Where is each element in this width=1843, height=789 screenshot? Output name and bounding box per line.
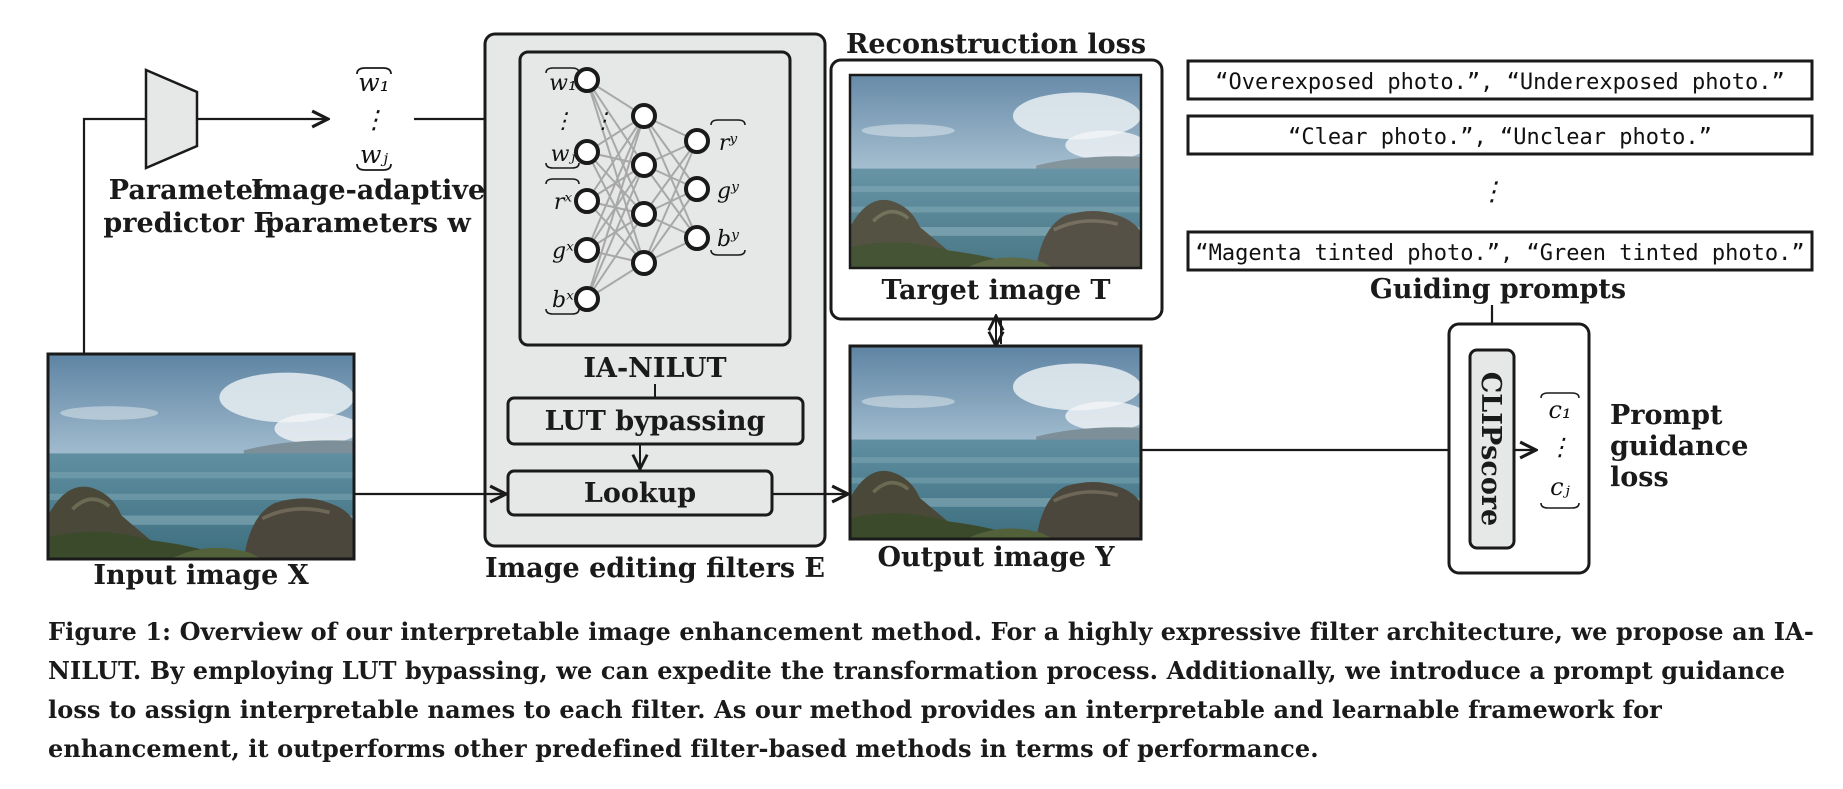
figure-caption: Figure 1: Overview of our interpretable … [48,617,1814,763]
reconstruction-loss-label: Reconstruction loss [846,29,1146,60]
network-node [631,152,657,178]
nilut-gy: gʸ [717,179,739,204]
prompt-vdots: ⋮ [1479,177,1505,207]
output-image [848,344,1143,541]
network-node [631,201,657,227]
adaptive-params-label-1: Image-adaptive [251,175,485,206]
network-edge [586,115,645,300]
prompt-box-2 [1186,114,1814,156]
network-edge [643,188,698,264]
nilut-wJ: wⱼ [551,142,576,167]
network-edge [586,115,645,202]
nilut-vdots-1: ⋮ [552,109,574,134]
network-edge [586,213,645,300]
network-node [574,188,600,214]
prompt-guidance-label-2: guidance [1610,431,1748,462]
nilut-bx: bˣ [552,288,574,313]
network-node [574,237,600,263]
prompt-box-3 [1186,230,1814,272]
c-vector: c₁ ⋮ cⱼ [1540,392,1580,509]
adaptive-parameters-vector: w₁ ⋮ wⱼ [356,67,392,171]
c1-symbol: c₁ [1548,396,1571,424]
c-vdots: ⋮ [1548,433,1572,461]
lut-bypassing-box [506,396,805,446]
cJ-symbol: cⱼ [1550,473,1570,501]
network-node [684,176,710,202]
network-node [574,139,600,165]
network-edge [586,79,645,166]
guiding-prompts-label: Guiding prompts [1370,274,1626,305]
target-image [848,73,1143,270]
network-node [574,67,600,93]
input-to-predictor-edge [82,117,146,354]
network-node [631,250,657,276]
prompt-guidance-label-3: loss [1610,462,1669,493]
clipscore-label: CLIPscore [1475,372,1506,526]
network-edge [643,140,698,264]
network-node [574,286,600,312]
input-image [46,352,356,561]
prompt-guidance-label-1: Prompt [1610,400,1723,431]
network-edge [586,79,645,264]
prompt-box-1 [1186,59,1814,101]
nilut-w1: w₁ [549,71,577,96]
target-image-label: Target image T [881,275,1110,306]
network-edge [586,164,645,300]
prompt-text-2: “Clear photo.”, “Unclear photo.” [1288,125,1712,150]
wJ-symbol: wⱼ [360,140,388,169]
network-edge [643,140,698,215]
param-predictor-label-2: predictor F [103,208,272,239]
param-predictor-label-1: Parameter [109,175,268,206]
input-image-label: Input image X [93,560,308,591]
network-edge [586,79,645,215]
parameter-predictor-shape [144,68,199,170]
nilut-output-labels: rʸ gʸ bʸ [710,119,746,256]
vdots-symbol: ⋮ [362,105,387,134]
nilut-ry: rʸ [719,131,738,156]
output-image-label: Output image Y [877,542,1115,573]
lut-bypassing-label: LUT bypassing [545,406,766,437]
nilut-vdots-2: ⋮ [592,109,614,134]
lookup-label: Lookup [584,478,696,509]
filters-panel-label: Image editing filters E [485,553,825,584]
network-node [684,128,710,154]
network-node [631,103,657,129]
adaptive-params-label-2: parameters w [265,208,471,239]
nilut-gx: gˣ [552,239,574,264]
nilut-rx: rˣ [554,190,573,215]
network-edge [586,115,645,251]
nilut-input-labels: w₁ ⋮ ⋮ wⱼ rˣ gˣ bˣ [545,67,614,315]
prompt-text-3: “Magenta tinted photo.”, “Green tinted p… [1195,241,1804,266]
network-node [684,225,710,251]
prompt-text-1: “Overexposed photo.”, “Underexposed phot… [1215,70,1785,95]
nilut-by: bʸ [717,227,739,252]
ia-nilut-label: IA-NILUT [583,353,726,384]
w1-symbol: w₁ [358,68,389,97]
network-nodes [574,67,710,312]
